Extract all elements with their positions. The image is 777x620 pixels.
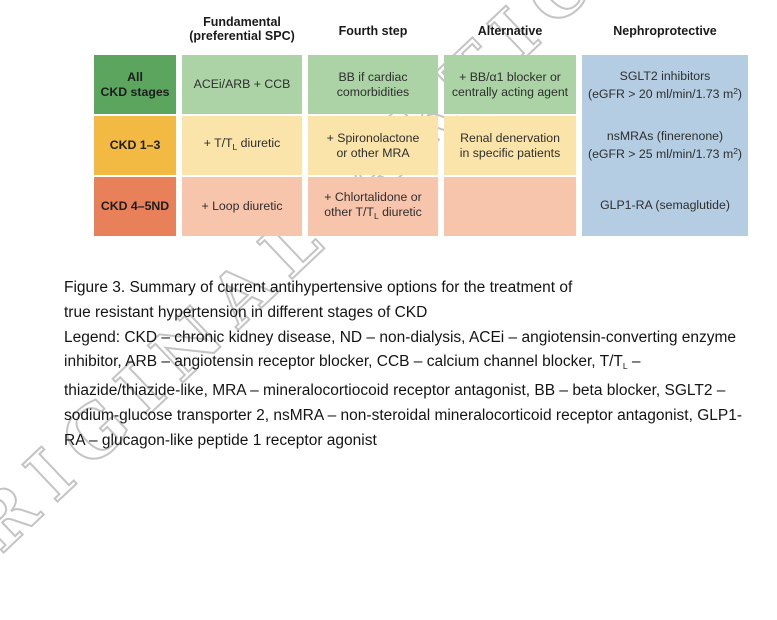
nephro-sglt2-egfr-pre: (eGFR > 20 ml/min/1.73 m bbox=[587, 86, 734, 101]
cell-alternative-ckd13-line2: in specific patients bbox=[459, 145, 561, 160]
cell-alternative-ckd13: Renal denervation in specific patients bbox=[444, 116, 576, 175]
nephro-nsmra-egfr-sup: 2 bbox=[733, 145, 738, 156]
ckd-treatment-table: All CKD stages ACEi/ARB + CCB BB if card… bbox=[94, 55, 748, 236]
legend-line4: sodium-glucose transporter 2, nsMRA – no… bbox=[64, 406, 743, 424]
cell-fundamental-ckd13-sub: L bbox=[232, 142, 238, 152]
column-header-nephroprotective: Nephroprotective bbox=[613, 24, 717, 38]
legend-line2: inhibitor, ARB – angiotensin receptor bl… bbox=[64, 350, 769, 379]
cell-fourth-step-ckd45-line2: other T/TL diuretic bbox=[324, 205, 421, 224]
cell-fourth-step-all-line1: BB if cardiac bbox=[338, 69, 408, 84]
nephro-sglt2-line1: SGLT2 inhibitors bbox=[619, 68, 711, 83]
legend-line3: thiazide/thiazide-like, MRA – mineraloco… bbox=[64, 382, 726, 400]
nephro-nsmra-line1: nsMRAs (finerenone) bbox=[606, 128, 724, 143]
nephro-nsmra-egfr-pre: (eGFR > 25 ml/min/1.73 m bbox=[587, 146, 734, 161]
row-header-ckd-4-5nd: CKD 4–5ND bbox=[94, 177, 176, 236]
cell-alternative-ckd45 bbox=[444, 177, 576, 236]
cell-fourth-step-ckd45-post: diuretic bbox=[378, 204, 422, 219]
nephro-sglt2-egfr-post: ) bbox=[737, 86, 743, 101]
legend-line1: Legend: CKD – chronic kidney disease, ND… bbox=[64, 328, 737, 346]
cell-alternative-ckd13-line1: Renal denervation bbox=[460, 130, 560, 145]
column-header-alternative: Alternative bbox=[477, 24, 543, 38]
nephro-sglt2-egfr-sup: 2 bbox=[733, 85, 738, 96]
legend-line2-pre: inhibitor, ARB – angiotensin receptor bl… bbox=[64, 353, 623, 371]
row-header-all-ckd-stages: All CKD stages bbox=[94, 55, 176, 114]
column-nephroprotective-merged-cell: SGLT2 inhibitors (eGFR > 20 ml/min/1.73 … bbox=[582, 55, 748, 236]
row-header-all-line2: CKD stages bbox=[100, 84, 170, 99]
cell-fundamental-ckd13-post: diuretic bbox=[237, 136, 281, 150]
legend-line5: RA – glucagon-like peptide 1 receptor ag… bbox=[64, 431, 377, 449]
legend-line2-post: – bbox=[627, 353, 641, 371]
cell-fundamental-ckd45: + Loop diuretic bbox=[182, 177, 302, 236]
cell-fourth-step-ckd13-line2: or other MRA bbox=[336, 145, 410, 160]
cell-fundamental-ckd13-pre: + T/T bbox=[203, 136, 233, 150]
column-header-fourth-step: Fourth step bbox=[338, 24, 408, 38]
row-header-ckd-1-3: CKD 1–3 bbox=[94, 116, 176, 175]
column-header-fundamental: Fundamental (preferential SPC) bbox=[162, 15, 322, 43]
cell-fourth-step-ckd45: + Chlortalidone or other T/TL diuretic bbox=[308, 177, 438, 236]
cell-alternative-all-line1: + BB/α1 blocker or bbox=[459, 69, 561, 84]
nephro-sglt2: SGLT2 inhibitors (eGFR > 20 ml/min/1.73 … bbox=[582, 55, 748, 115]
legend-line2-sub: L bbox=[622, 361, 628, 372]
nephro-glp1ra: GLP1-RA (semaglutide) bbox=[600, 198, 730, 213]
nephro-nsmra: nsMRAs (finerenone) (eGFR > 25 ml/min/1.… bbox=[582, 115, 748, 175]
column-header-fundamental-line2: (preferential SPC) bbox=[189, 29, 295, 43]
nephro-nsmra-egfr-post: ) bbox=[737, 146, 743, 161]
cell-alternative-all-line2: centrally acting agent bbox=[451, 84, 569, 99]
cell-fourth-step-ckd13-line1: + Spironolactone bbox=[326, 130, 420, 145]
cell-fundamental-ckd13: + T/TL diuretic bbox=[182, 116, 302, 175]
cell-fundamental-ckd13-text: + T/TL diuretic bbox=[204, 136, 281, 155]
cell-fourth-step-all: BB if cardiac comorbidities bbox=[308, 55, 438, 114]
caption-line2: true resistant hypertension in different… bbox=[64, 303, 428, 321]
cell-fourth-step-ckd13: + Spironolactone or other MRA bbox=[308, 116, 438, 175]
column-header-fundamental-line1: Fundamental bbox=[203, 15, 281, 29]
cell-fourth-step-ckd45-sub: L bbox=[373, 210, 379, 221]
cell-fourth-step-ckd45-line1: + Chlortalidone or bbox=[324, 189, 422, 204]
cell-alternative-all: + BB/α1 blocker or centrally acting agen… bbox=[444, 55, 576, 114]
nephro-nsmra-egfr: (eGFR > 25 ml/min/1.73 m2) bbox=[588, 144, 742, 162]
nephro-sglt2-egfr: (eGFR > 20 ml/min/1.73 m2) bbox=[588, 84, 742, 102]
cell-fundamental-all: ACEi/ARB + CCB bbox=[182, 55, 302, 114]
figure-caption: Figure 3. Summary of current antihyperte… bbox=[64, 276, 769, 454]
row-header-all-line1: All bbox=[127, 69, 143, 84]
cell-fourth-step-all-line2: comorbidities bbox=[336, 84, 410, 99]
cell-fourth-step-ckd45-pre: other T/T bbox=[324, 204, 374, 219]
caption-line1: Figure 3. Summary of current antihyperte… bbox=[64, 279, 573, 296]
